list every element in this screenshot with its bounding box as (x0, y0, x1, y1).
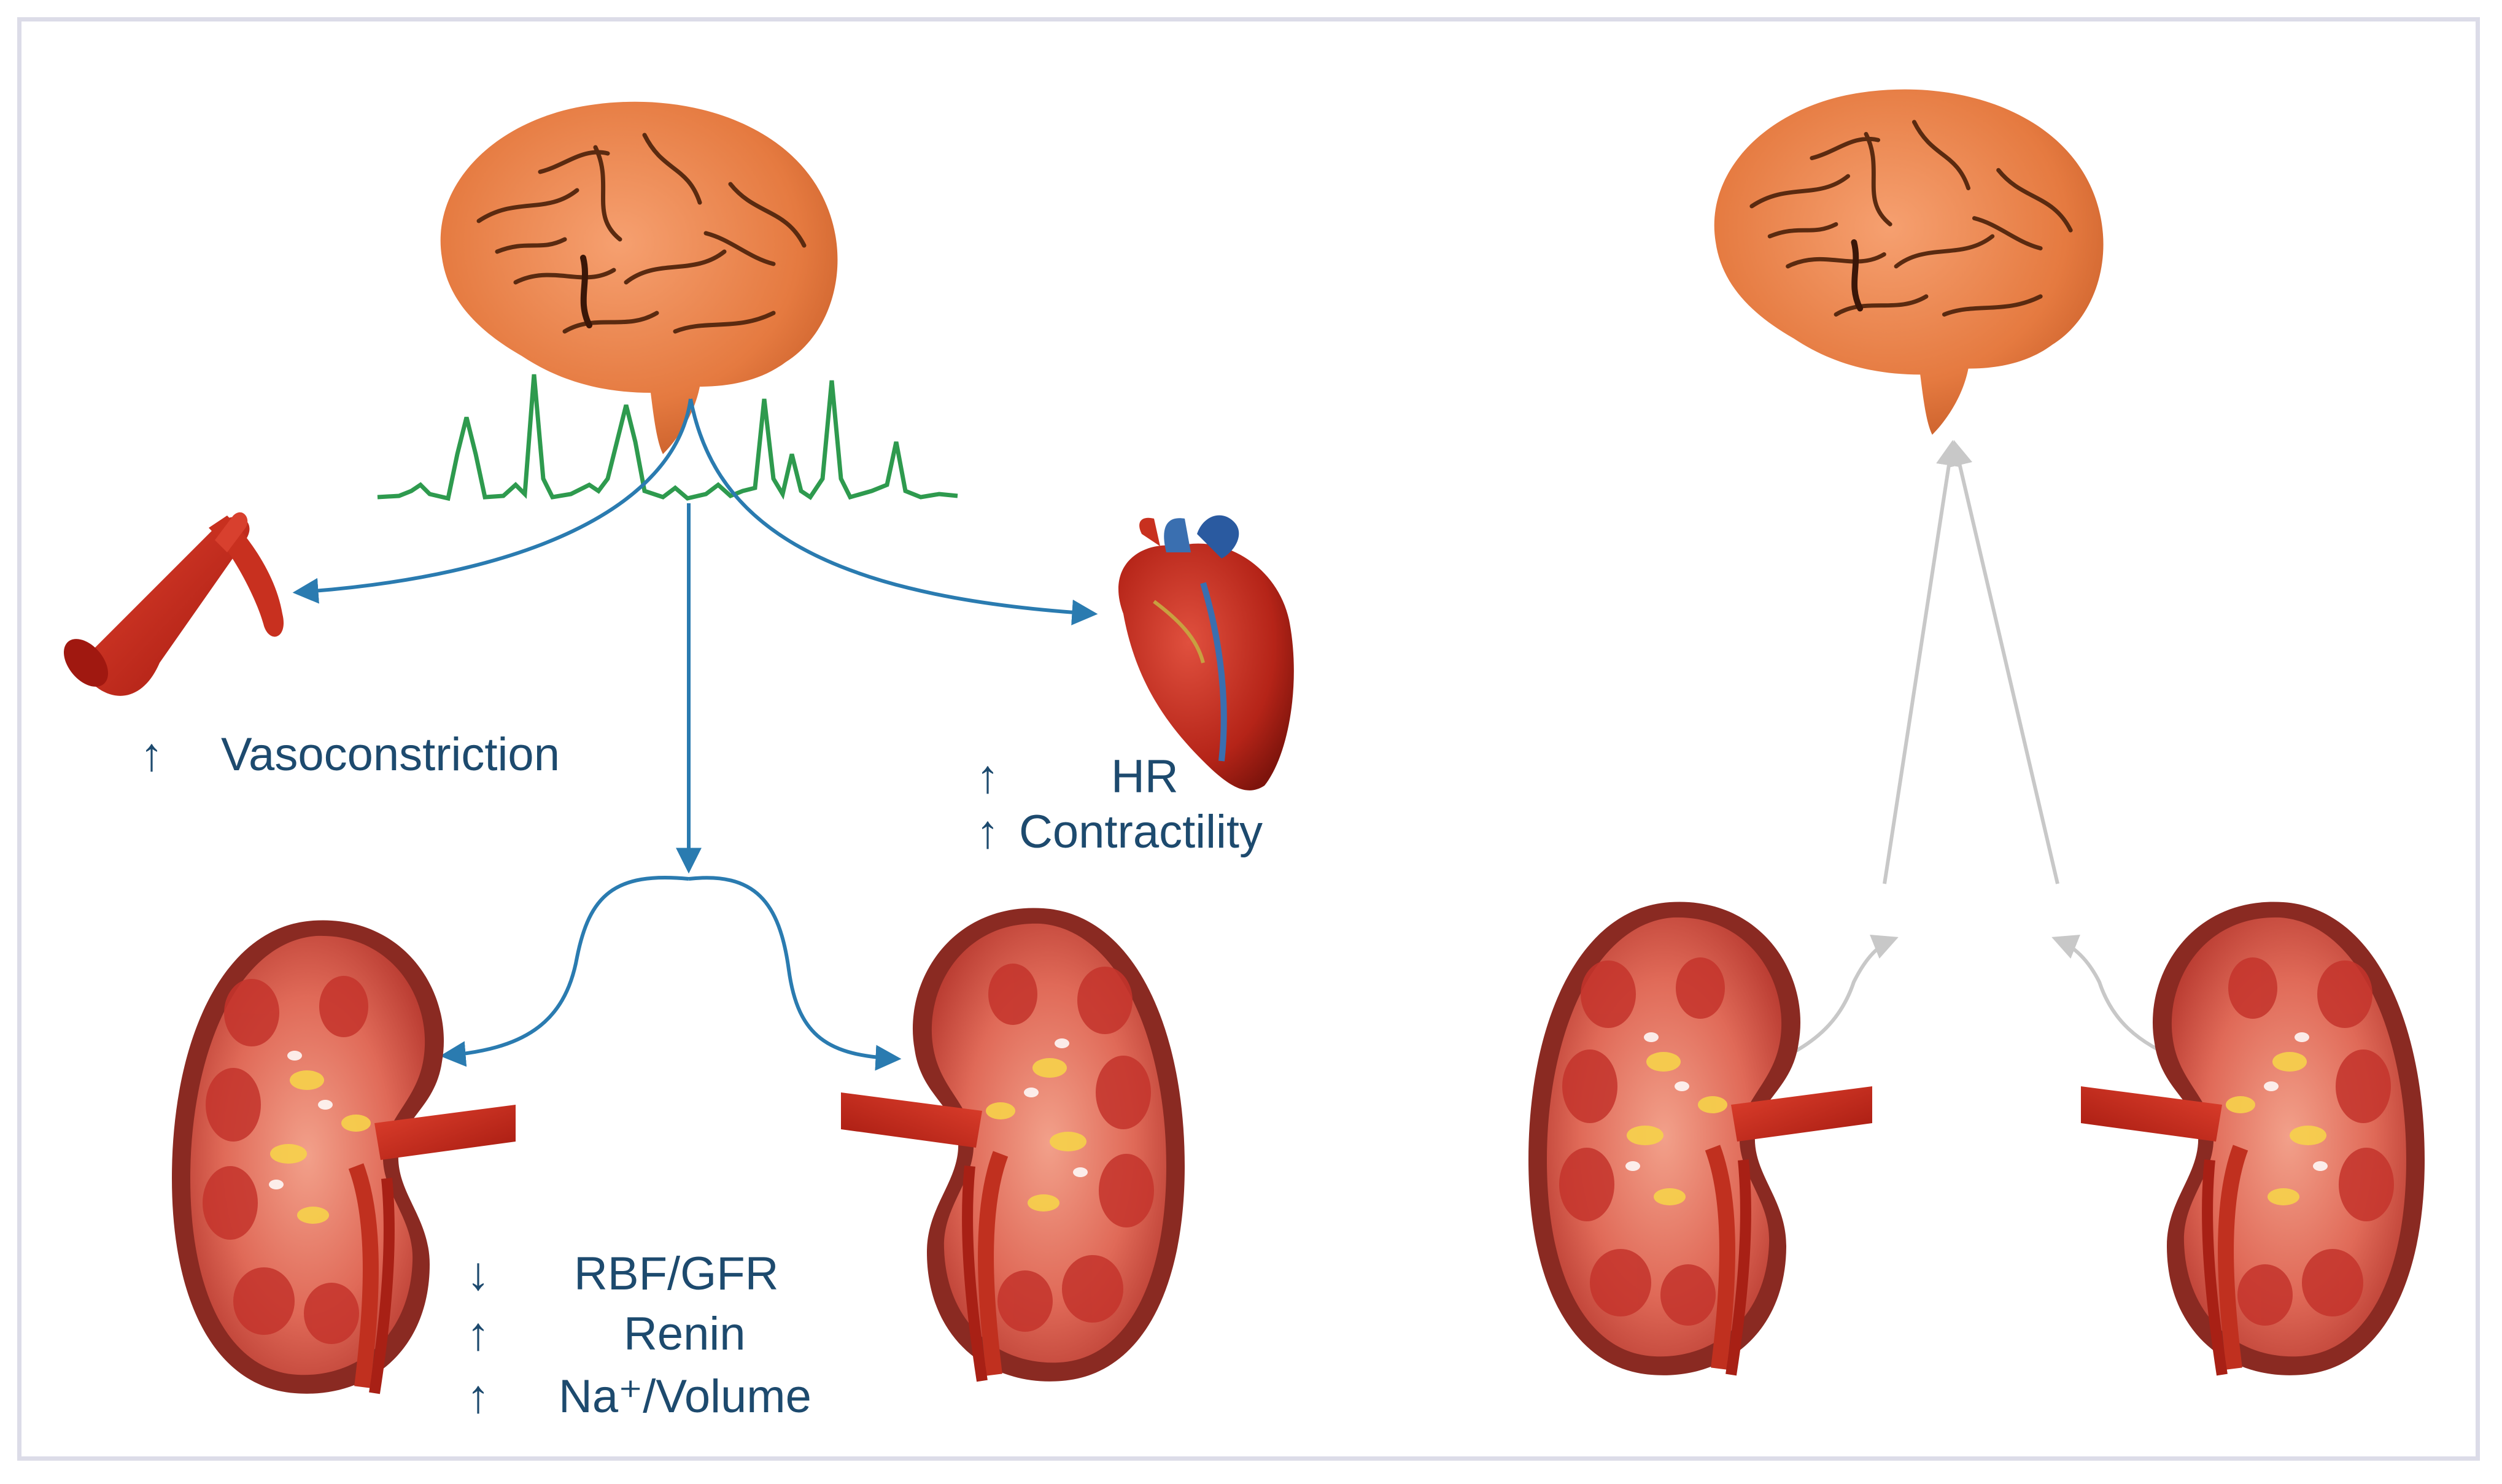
sympathetic-nerve-trace (377, 374, 958, 501)
renin-label: Renin (624, 1308, 746, 1360)
heart-illustration (1118, 515, 1294, 790)
na-volume-arrow: ↑ (467, 1370, 490, 1423)
efferent-arrow-left-kidney (440, 875, 689, 1067)
vasoconstriction-arrow: ↑ (140, 728, 163, 781)
efferent-arrow-right-kidney (688, 876, 902, 1071)
vasoconstriction-label: Vasoconstriction (221, 728, 560, 781)
kidney-illustration-left-a (172, 920, 516, 1393)
afferent-arrow-left (1883, 439, 1962, 884)
efferent-arrow-vessel (292, 398, 692, 604)
hr-label: HR (1111, 751, 1179, 803)
blood-vessel-illustration (63, 512, 284, 696)
kidney-illustration-right-b (2081, 902, 2425, 1375)
kidney-illustration-left-b (841, 908, 1185, 1381)
renin-arrow: ↑ (467, 1308, 490, 1360)
afferent-nerve-left-kidney (1773, 934, 1899, 1064)
afferent-nerve-right-kidney (2051, 934, 2186, 1064)
brain-illustration-left (441, 102, 838, 454)
rbf-gfr-label: RBF/GFR (574, 1248, 779, 1300)
contractility-arrow: ↑ (976, 806, 999, 858)
na-volume-label: Na⁺/Volume (559, 1370, 811, 1423)
afferent-arrow-right (1947, 439, 2059, 884)
contractility-label: Contractility (1019, 806, 1263, 858)
rbf-gfr-arrow: ↓ (467, 1248, 490, 1300)
brain-illustration-right (1714, 90, 2104, 435)
kidney-illustration-right-a (1528, 902, 1872, 1375)
hr-arrow: ↑ (976, 751, 999, 803)
efferent-arrow-heart (689, 398, 1098, 625)
